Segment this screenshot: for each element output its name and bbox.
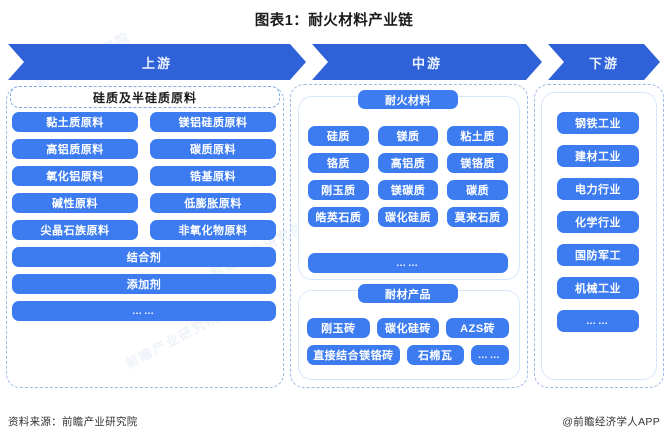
app-watermark-label: @前瞻经济学人APP: [562, 416, 660, 428]
stage-band: 上游 中游 下游: [8, 44, 660, 80]
product-item[interactable]: 碳化硅砖: [376, 318, 440, 338]
downstream-item[interactable]: 化学行业: [557, 211, 639, 233]
stage-midstream-chevron[interactable]: 中游: [312, 44, 542, 80]
midstream-material-item[interactable]: 皓英石质: [308, 207, 369, 227]
product-more-item[interactable]: ……: [470, 345, 509, 365]
midstream-row: 铬质 高铝质 镁铬质: [308, 153, 509, 173]
stage-upstream-chevron[interactable]: 上游: [8, 44, 306, 80]
downstream-card: [541, 92, 657, 380]
midstream-row: 刚玉质 镁碳质 碳质: [308, 180, 509, 200]
upstream-row: 添加剂: [12, 274, 276, 294]
midstream-material-item[interactable]: 碳质: [447, 180, 509, 200]
upstream-item[interactable]: 镁铝硅质原料: [150, 112, 276, 132]
upstream-row: 高铝质原料 碳质原料: [12, 139, 276, 159]
midstream-material-item[interactable]: 刚玉质: [308, 180, 369, 200]
midstream-more-item[interactable]: ……: [308, 253, 508, 273]
midstream-materials-more-row: ……: [308, 253, 508, 273]
midstream-material-item[interactable]: 粘土质: [447, 126, 509, 146]
upstream-item[interactable]: 非氧化物原料: [150, 220, 276, 240]
midstream-material-item[interactable]: 高铝质: [377, 153, 439, 173]
product-item[interactable]: 直接结合镁铬砖: [307, 345, 400, 365]
upstream-item[interactable]: 低膨胀原料: [150, 193, 276, 213]
midstream-container: [290, 84, 528, 388]
midstream-material-item[interactable]: 莫来石质: [447, 207, 509, 227]
midstream-material-item[interactable]: 镁铬质: [447, 153, 509, 173]
midstream-materials-grid: 硅质 镁质 粘土质 铬质 高铝质 镁铬质 刚玉质 镁碳质 碳质 皓英石质 碳化硅…: [308, 126, 509, 234]
downstream-item[interactable]: 国防军工: [557, 244, 639, 266]
upstream-header: 硅质及半硅质原料: [10, 86, 280, 108]
midstream-material-item[interactable]: 硅质: [308, 126, 369, 146]
midstream-row: 皓英石质 碳化硅质 莫来石质: [308, 207, 509, 227]
midstream-material-item[interactable]: 铬质: [308, 153, 369, 173]
upstream-item[interactable]: 黏土质原料: [12, 112, 138, 132]
upstream-item[interactable]: 结合剂: [12, 247, 276, 267]
downstream-more-item[interactable]: ……: [557, 310, 639, 332]
upstream-item[interactable]: 尖晶石族原料: [12, 220, 138, 240]
upstream-item[interactable]: 碱性原料: [12, 193, 138, 213]
downstream-container: [534, 84, 664, 388]
downstream-item[interactable]: 建材工业: [557, 145, 639, 167]
midstream-material-item[interactable]: 镁质: [377, 126, 439, 146]
upstream-row: ……: [12, 301, 276, 321]
upstream-item[interactable]: 氧化铝原料: [12, 166, 138, 186]
upstream-item[interactable]: 碳质原料: [150, 139, 276, 159]
midstream-material-item[interactable]: 碳化硅质: [377, 207, 439, 227]
upstream-item-grid: 黏土质原料 镁铝硅质原料 高铝质原料 碳质原料 氧化铝原料 锆基原料 碱性原料 …: [12, 112, 276, 328]
downstream-item[interactable]: 机械工业: [557, 277, 639, 299]
source-note: 资料来源：前瞻产业研究院: [8, 416, 138, 428]
upstream-row: 黏土质原料 镁铝硅质原料: [12, 112, 276, 132]
upstream-row: 尖晶石族原料 非氧化物原料: [12, 220, 276, 240]
midstream-materials-header: 耐火材料: [358, 90, 458, 109]
upstream-row: 结合剂: [12, 247, 276, 267]
midstream-material-item[interactable]: 镁碳质: [377, 180, 439, 200]
midstream-row: 硅质 镁质 粘土质: [308, 126, 509, 146]
midstream-products-grid: 刚玉砖 碳化硅砖 AZS砖 直接结合镁铬砖 石棉瓦 ……: [307, 318, 510, 372]
downstream-item[interactable]: 电力行业: [557, 178, 639, 200]
product-row: 直接结合镁铬砖 石棉瓦 ……: [307, 345, 509, 365]
midstream-products-header: 耐材产品: [358, 284, 458, 303]
upstream-more-item[interactable]: ……: [12, 301, 276, 321]
stage-downstream-chevron[interactable]: 下游: [548, 44, 660, 80]
downstream-item-list: 钢铁工业 建材工业 电力行业 化学行业 国防军工 机械工业 ……: [557, 112, 639, 343]
product-row: 刚玉砖 碳化硅砖 AZS砖: [307, 318, 510, 338]
upstream-row: 氧化铝原料 锆基原料: [12, 166, 276, 186]
upstream-row: 碱性原料 低膨胀原料: [12, 193, 276, 213]
product-item[interactable]: 石棉瓦: [406, 345, 464, 365]
product-item[interactable]: 刚玉砖: [307, 318, 370, 338]
upstream-item[interactable]: 锆基原料: [150, 166, 276, 186]
upstream-item[interactable]: 高铝质原料: [12, 139, 138, 159]
product-item[interactable]: AZS砖: [446, 318, 510, 338]
chart-title: 图表1：耐火材料产业链: [254, 13, 414, 29]
downstream-item[interactable]: 钢铁工业: [557, 112, 639, 134]
upstream-item[interactable]: 添加剂: [12, 274, 276, 294]
